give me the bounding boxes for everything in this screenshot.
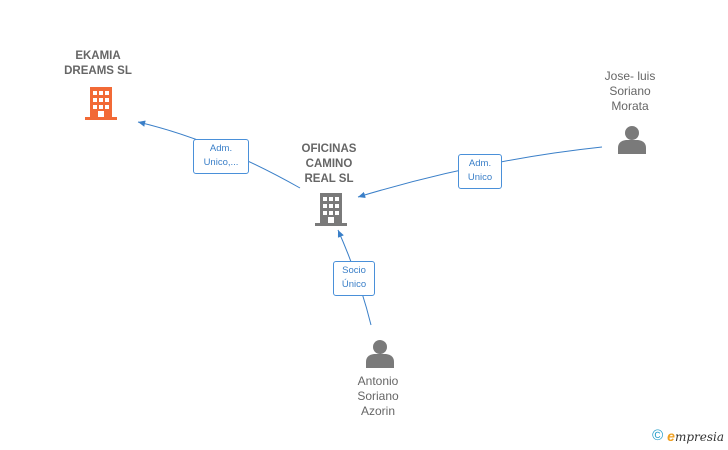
node-label-ekamia[interactable]: EKAMIA DREAMS SL: [64, 50, 132, 77]
edge-label-antonio-oficinas[interactable]: Socio Único: [333, 261, 375, 296]
building-icon[interactable]: [84, 85, 118, 121]
brand-logo-text: mpresia: [674, 429, 724, 444]
node-label-jose[interactable]: Jose- luis Soriano Morata: [604, 69, 656, 113]
edge-label-oficinas-ekamia[interactable]: Adm. Unico,...: [193, 139, 249, 174]
building-icon[interactable]: [314, 191, 348, 227]
node-label-oficinas[interactable]: OFICINAS CAMINO REAL SL: [301, 143, 357, 185]
copyright-symbol: ©: [652, 427, 664, 444]
person-icon[interactable]: [616, 124, 648, 156]
edge-label-jose-oficinas[interactable]: Adm. Unico: [458, 154, 502, 189]
node-label-antonio[interactable]: Antonio Soriano Azorin: [357, 374, 399, 418]
empresia-watermark: © empresia: [652, 427, 724, 444]
brand-logo-initial: e: [667, 427, 675, 444]
person-icon[interactable]: [364, 338, 396, 370]
